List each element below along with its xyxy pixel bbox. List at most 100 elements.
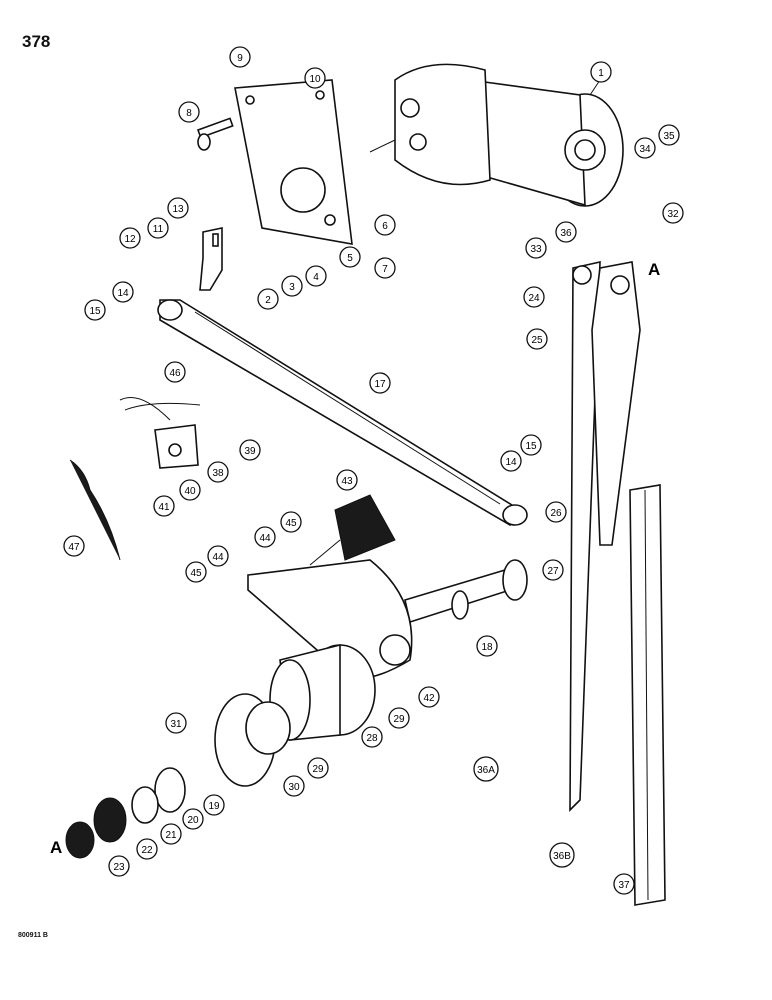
svg-text:39: 39 <box>244 446 256 457</box>
callout-15b: 15 <box>520 434 542 456</box>
callout-27: 27 <box>542 559 564 581</box>
svg-text:40: 40 <box>184 486 196 497</box>
svg-text:1: 1 <box>598 68 604 79</box>
link-arm-17 <box>157 299 528 527</box>
callout-8: 8 <box>178 101 200 123</box>
mounting-plate <box>234 79 353 245</box>
callout-10: 10 <box>304 67 326 89</box>
wiper-arm-36 <box>569 260 641 812</box>
callout-36b: 36B <box>549 842 575 868</box>
svg-text:44: 44 <box>212 552 224 563</box>
svg-text:37: 37 <box>618 880 630 891</box>
callout-6: 6 <box>374 214 396 236</box>
wiper-blade-37 <box>629 484 666 906</box>
shaft-18 <box>404 559 528 624</box>
svg-text:8: 8 <box>186 108 192 119</box>
callout-44a: 44 <box>254 526 276 548</box>
svg-text:45: 45 <box>285 518 297 529</box>
svg-text:11: 11 <box>153 224 164 235</box>
wiper-motor <box>369 63 624 207</box>
svg-text:3: 3 <box>289 282 295 293</box>
callout-25: 25 <box>526 328 548 350</box>
callout-9: 9 <box>229 46 251 68</box>
svg-text:42: 42 <box>423 693 435 704</box>
svg-text:4: 4 <box>313 272 319 283</box>
callout-35: 35 <box>658 124 680 146</box>
callout-14b: 14 <box>500 450 522 472</box>
svg-text:12: 12 <box>124 234 136 245</box>
svg-text:43: 43 <box>341 476 353 487</box>
svg-text:41: 41 <box>158 502 170 513</box>
svg-text:36B: 36B <box>553 851 571 862</box>
callout-32: 32 <box>662 202 684 224</box>
callout-19: 19 <box>203 794 225 816</box>
callout-30: 30 <box>283 775 305 797</box>
callout-33: 33 <box>525 237 547 259</box>
callout-36: 36 <box>555 221 577 243</box>
callout-22: 22 <box>136 838 158 860</box>
callout-17: 17 <box>369 372 391 394</box>
svg-text:30: 30 <box>288 782 300 793</box>
callout-45a: 45 <box>280 511 302 533</box>
callout-12: 12 <box>119 227 141 249</box>
callout-43: 43 <box>336 469 358 491</box>
svg-text:22: 22 <box>141 845 153 856</box>
svg-text:31: 31 <box>170 719 182 730</box>
callout-42: 42 <box>418 686 440 708</box>
svg-text:47: 47 <box>68 542 80 553</box>
svg-text:14: 14 <box>117 288 129 299</box>
callout-15a: 15 <box>84 299 106 321</box>
svg-text:29: 29 <box>312 764 324 775</box>
knob-43 <box>309 494 396 566</box>
svg-text:17: 17 <box>374 379 386 390</box>
callout-47: 47 <box>63 535 85 557</box>
reference-letter-a-top: A <box>648 260 660 279</box>
reference-letter-a-bottom: A <box>50 838 62 857</box>
svg-text:26: 26 <box>550 508 562 519</box>
svg-text:21: 21 <box>165 830 177 841</box>
callout-46: 46 <box>164 361 186 383</box>
callout-4: 4 <box>305 265 327 287</box>
switch-38 <box>69 397 201 561</box>
svg-text:6: 6 <box>382 221 388 232</box>
callout-29b: 29 <box>307 757 329 779</box>
callout-23: 23 <box>108 855 130 877</box>
callout-13: 13 <box>167 197 189 219</box>
callout-26: 26 <box>545 501 567 523</box>
bracket-13 <box>199 227 223 291</box>
callout-39: 39 <box>239 439 261 461</box>
callout-20: 20 <box>182 808 204 830</box>
svg-text:19: 19 <box>208 801 220 812</box>
svg-text:7: 7 <box>382 264 388 275</box>
svg-text:27: 27 <box>547 566 559 577</box>
callout-29a: 29 <box>388 707 410 729</box>
page-number: 378 <box>22 32 51 51</box>
svg-text:20: 20 <box>187 815 199 826</box>
svg-text:35: 35 <box>663 131 675 142</box>
svg-text:14: 14 <box>505 457 517 468</box>
callout-36a: 36A <box>473 756 499 782</box>
bolt-8 <box>196 117 234 151</box>
svg-text:23: 23 <box>113 862 125 873</box>
callout-5: 5 <box>339 246 361 268</box>
callout-2: 2 <box>257 288 279 310</box>
svg-text:36A: 36A <box>477 765 495 776</box>
svg-text:18: 18 <box>481 642 493 653</box>
svg-text:29: 29 <box>393 714 405 725</box>
callout-7: 7 <box>374 257 396 279</box>
callout-18: 18 <box>476 635 498 657</box>
svg-text:13: 13 <box>172 204 184 215</box>
svg-text:28: 28 <box>366 733 378 744</box>
callout-34: 34 <box>634 137 656 159</box>
callout-41: 41 <box>153 495 175 517</box>
callout-3: 3 <box>281 275 303 297</box>
callout-1: 1 <box>589 61 612 96</box>
svg-text:10: 10 <box>309 74 321 85</box>
callout-40: 40 <box>179 479 201 501</box>
svg-text:32: 32 <box>667 209 679 220</box>
callout-11: 11 <box>147 217 169 239</box>
svg-text:36: 36 <box>560 228 572 239</box>
nut-22-23 <box>65 797 127 859</box>
callout-21: 21 <box>160 823 182 845</box>
